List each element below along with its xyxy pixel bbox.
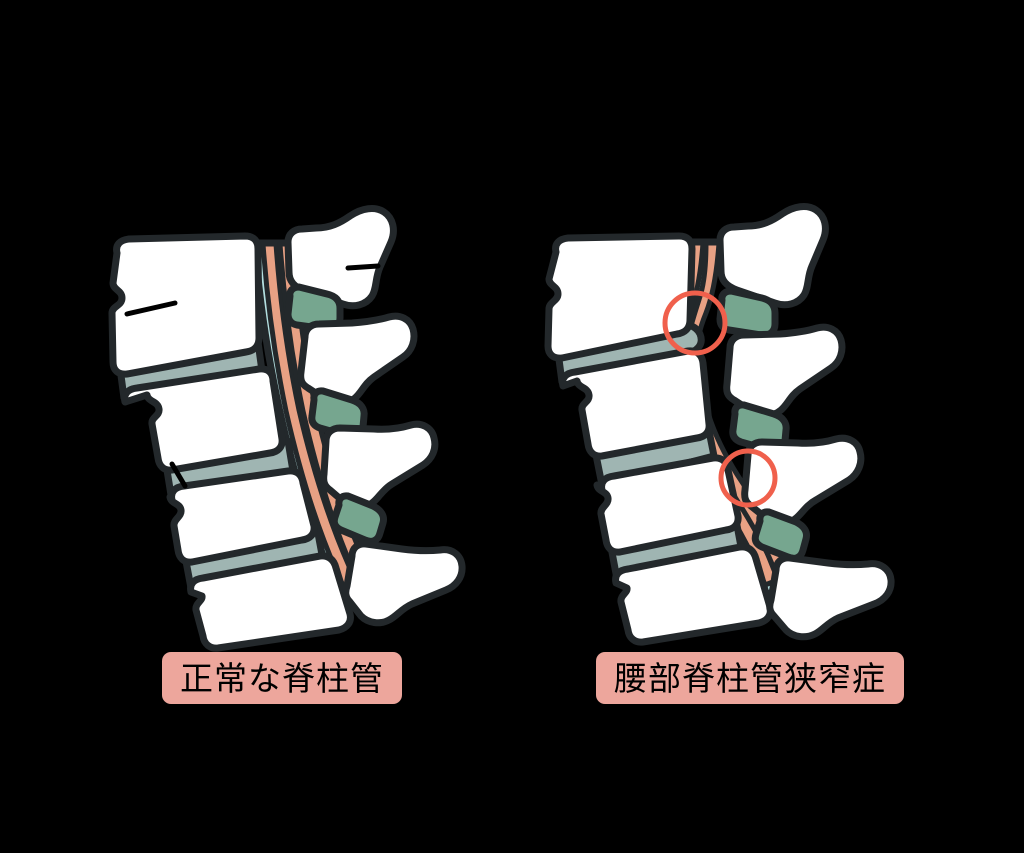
label-normal-spinal-canal: 正常な脊柱管 bbox=[162, 652, 402, 704]
stenosis-vertebral-body-l4 bbox=[612, 543, 774, 646]
bulging-disc-marker bbox=[662, 290, 728, 356]
stenosis-vertebral-body-l3 bbox=[593, 454, 742, 556]
normal-vertebral-body-l2 bbox=[121, 365, 286, 474]
normal-vertebral-body-l4 bbox=[187, 552, 354, 652]
stenosis-spinous-process-s4 bbox=[766, 554, 895, 641]
normal-endplate-marker-lower bbox=[169, 461, 188, 489]
panel-normal-spinal-canal bbox=[108, 205, 466, 652]
normal-vertebral-body-l1 bbox=[108, 232, 263, 378]
normal-ligamentum-flavum-bottom bbox=[330, 492, 387, 545]
stenosis-ligamentum-flavum-lower bbox=[751, 508, 810, 562]
stenosis-annotation-markers bbox=[662, 290, 778, 508]
normal-endplate-marker-upper bbox=[124, 300, 178, 317]
normal-vertebral-body-l3 bbox=[166, 467, 318, 566]
label-lumbar-spinal-stenosis: 腰部脊柱管狭窄症 bbox=[596, 652, 904, 704]
normal-facet-marker bbox=[345, 263, 381, 271]
stenosis-vertebral-body-l1 bbox=[544, 232, 696, 362]
stenosis-vertebral-body-l2 bbox=[559, 347, 713, 460]
panel-labels: 正常な脊柱管 腰部脊柱管狭窄症 bbox=[0, 652, 1024, 708]
normal-spinous-process-s4 bbox=[342, 540, 466, 627]
normal-ligamentum-flavum-upper bbox=[284, 283, 344, 333]
stenosis-ligamentum-flavum-upper bbox=[716, 287, 779, 339]
canal-narrowing-marker bbox=[718, 448, 778, 508]
